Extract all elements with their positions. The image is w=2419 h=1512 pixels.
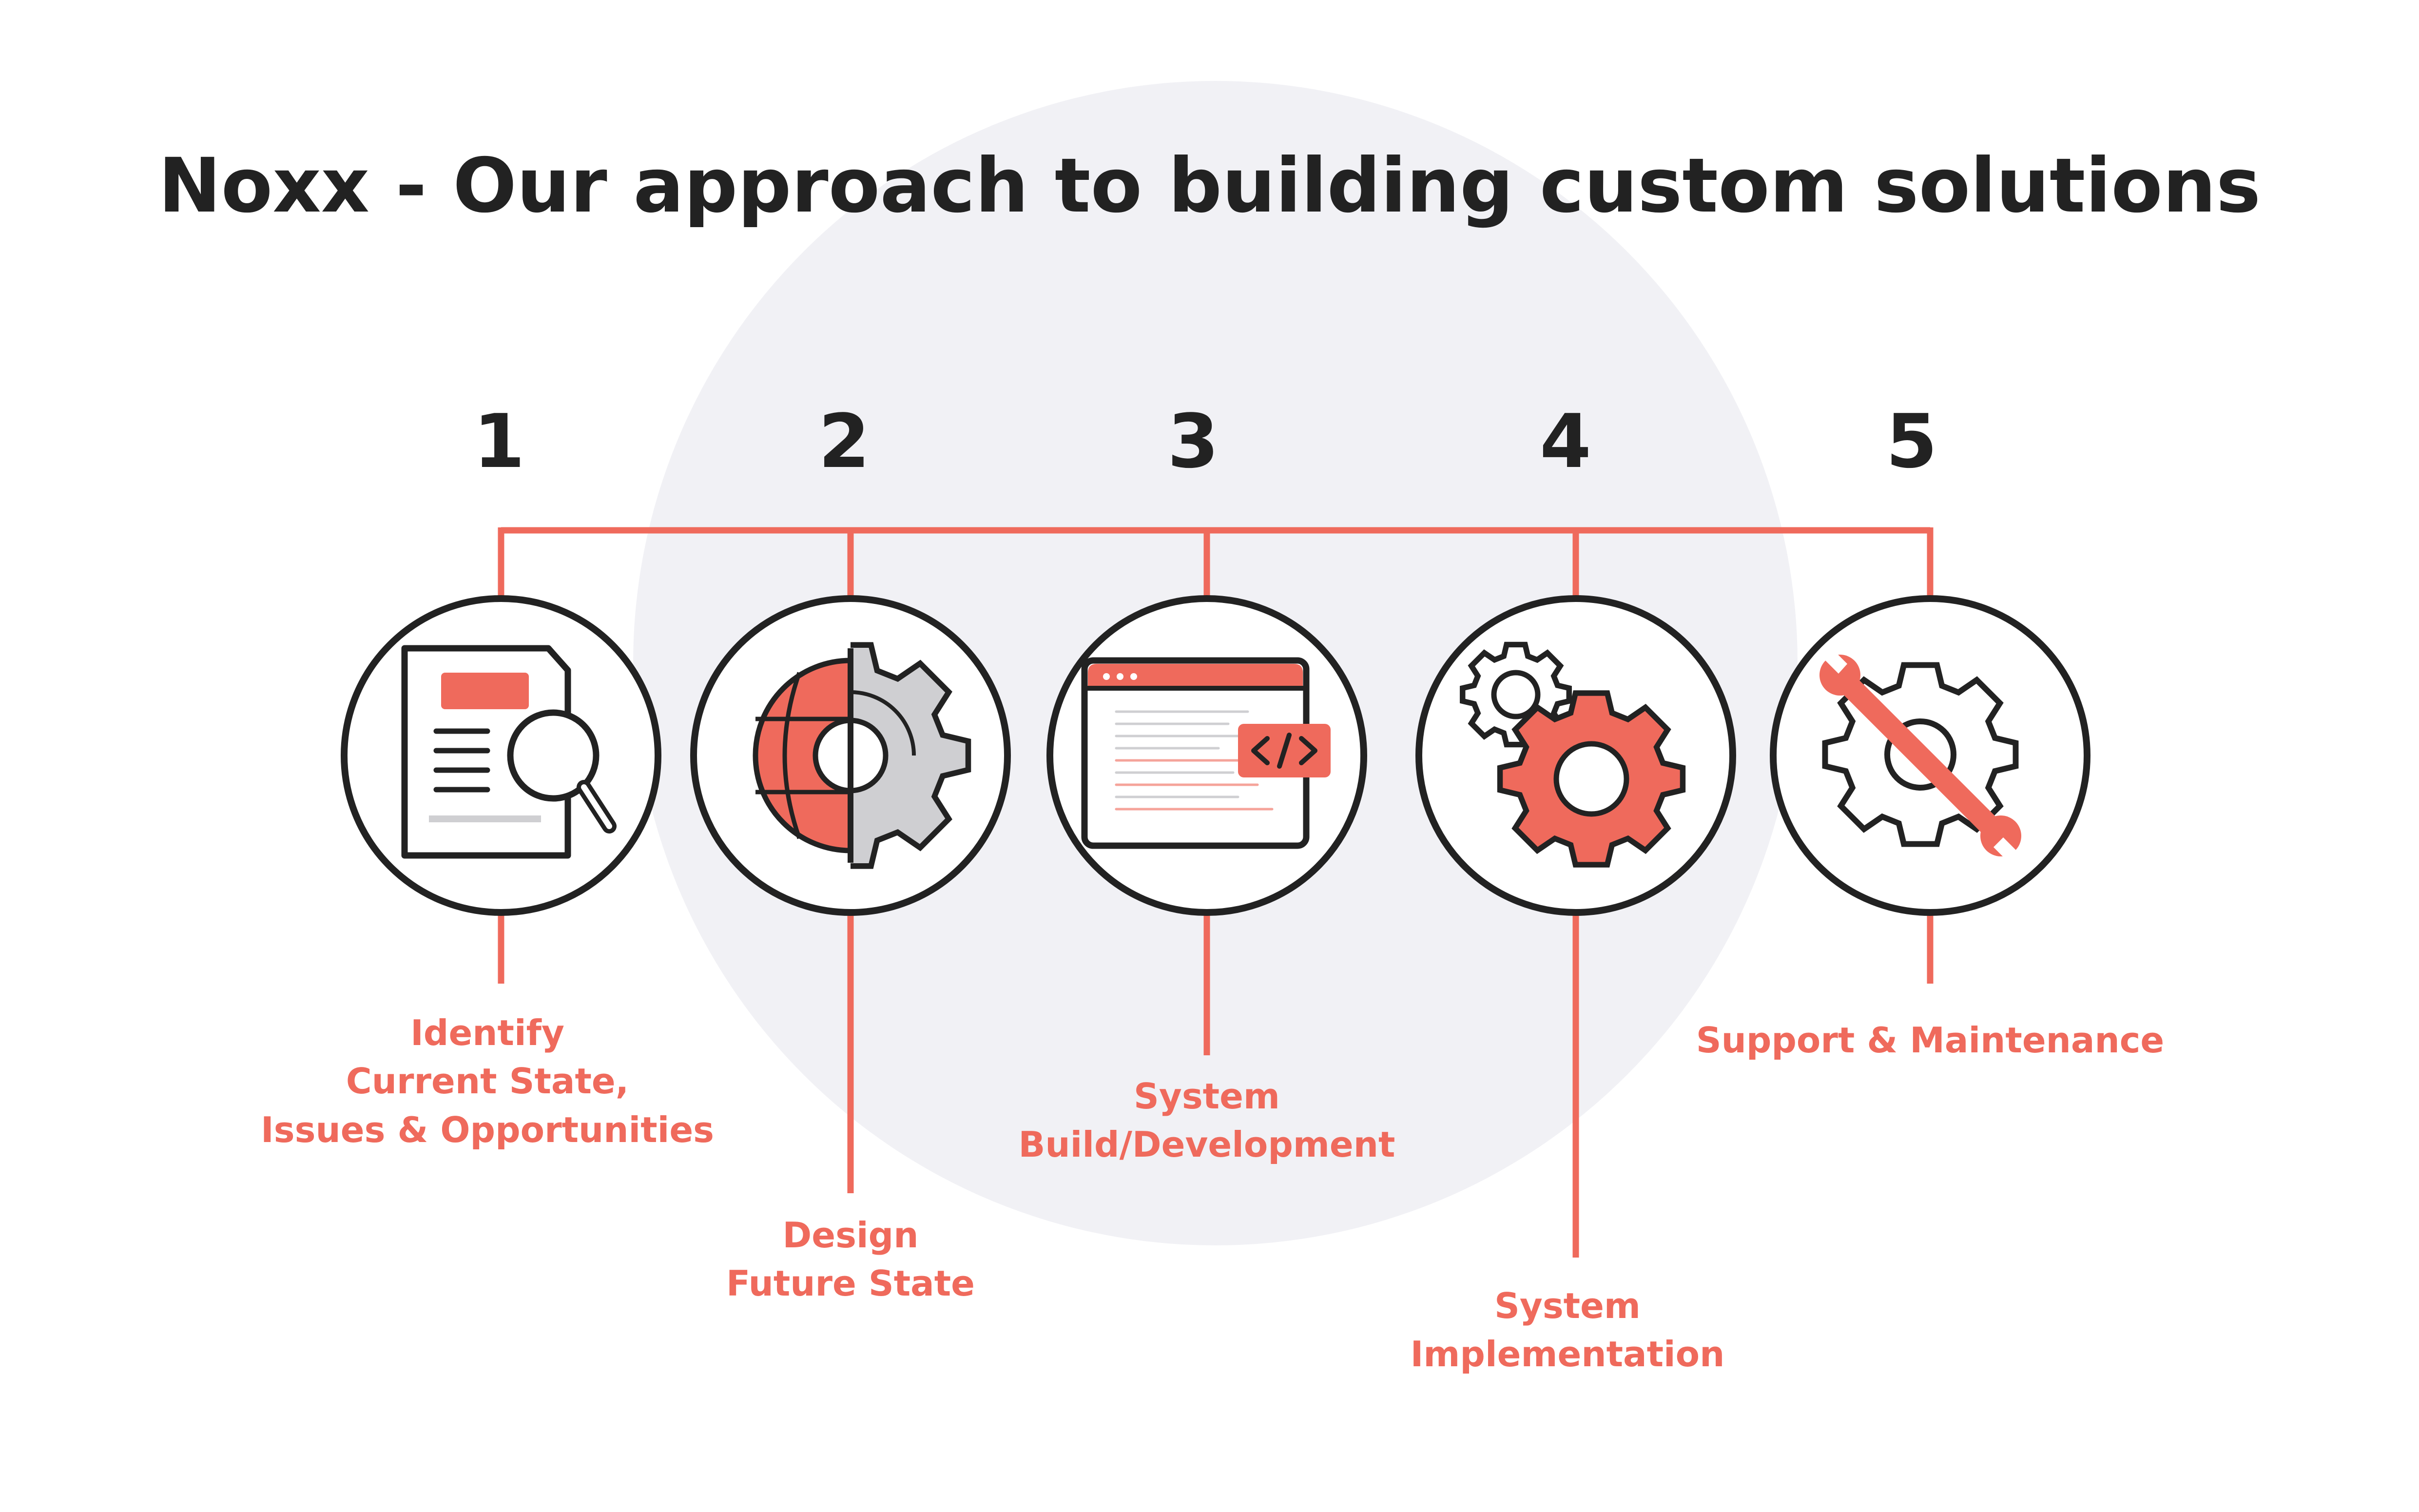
step-label-1-line-3: Issues & Opportunities [260, 1109, 715, 1150]
step-number-4: 4 [1540, 398, 1591, 485]
wrench-gear-icon [1819, 649, 2021, 862]
connectors-top [498, 527, 1934, 596]
step-label-5: Support & Maintenance [1662, 1016, 2198, 1065]
step-label-1-line-1: Identify [410, 1012, 564, 1053]
diagram-title: Noxx - Our approach to building custom s… [158, 142, 2261, 230]
step-number-2: 2 [818, 398, 870, 485]
gears-icon [1463, 644, 1683, 865]
step-label-3-line-2: Build/Development [1018, 1124, 1395, 1165]
step-label-2: Design Future State [582, 1211, 1119, 1308]
step-label-1: Identify Current State, Issues & Opportu… [219, 1009, 755, 1154]
globe-gear-icon [753, 645, 968, 866]
step-label-4-line-1: System [1494, 1285, 1641, 1326]
step-label-3: System Build/Development [939, 1072, 1475, 1169]
step-label-2-line-1: Design [782, 1215, 919, 1256]
step-label-4: System Implementation [1299, 1282, 1836, 1379]
step-number-5: 5 [1886, 398, 1937, 485]
connectors-bottom [498, 915, 1934, 1258]
code-window-icon [1081, 657, 1331, 849]
step-label-1-line-2: Current State, [346, 1061, 629, 1102]
step-label-5-line-1: Support & Maintenance [1696, 1020, 2165, 1061]
step-label-4-line-2: Implementation [1410, 1334, 1725, 1375]
step-label-2-line-2: Future State [726, 1263, 975, 1304]
step-label-3-line-1: System [1134, 1076, 1280, 1117]
document-search-icon [401, 645, 617, 859]
step-number-1: 1 [473, 398, 525, 485]
step-number-3: 3 [1167, 398, 1219, 485]
